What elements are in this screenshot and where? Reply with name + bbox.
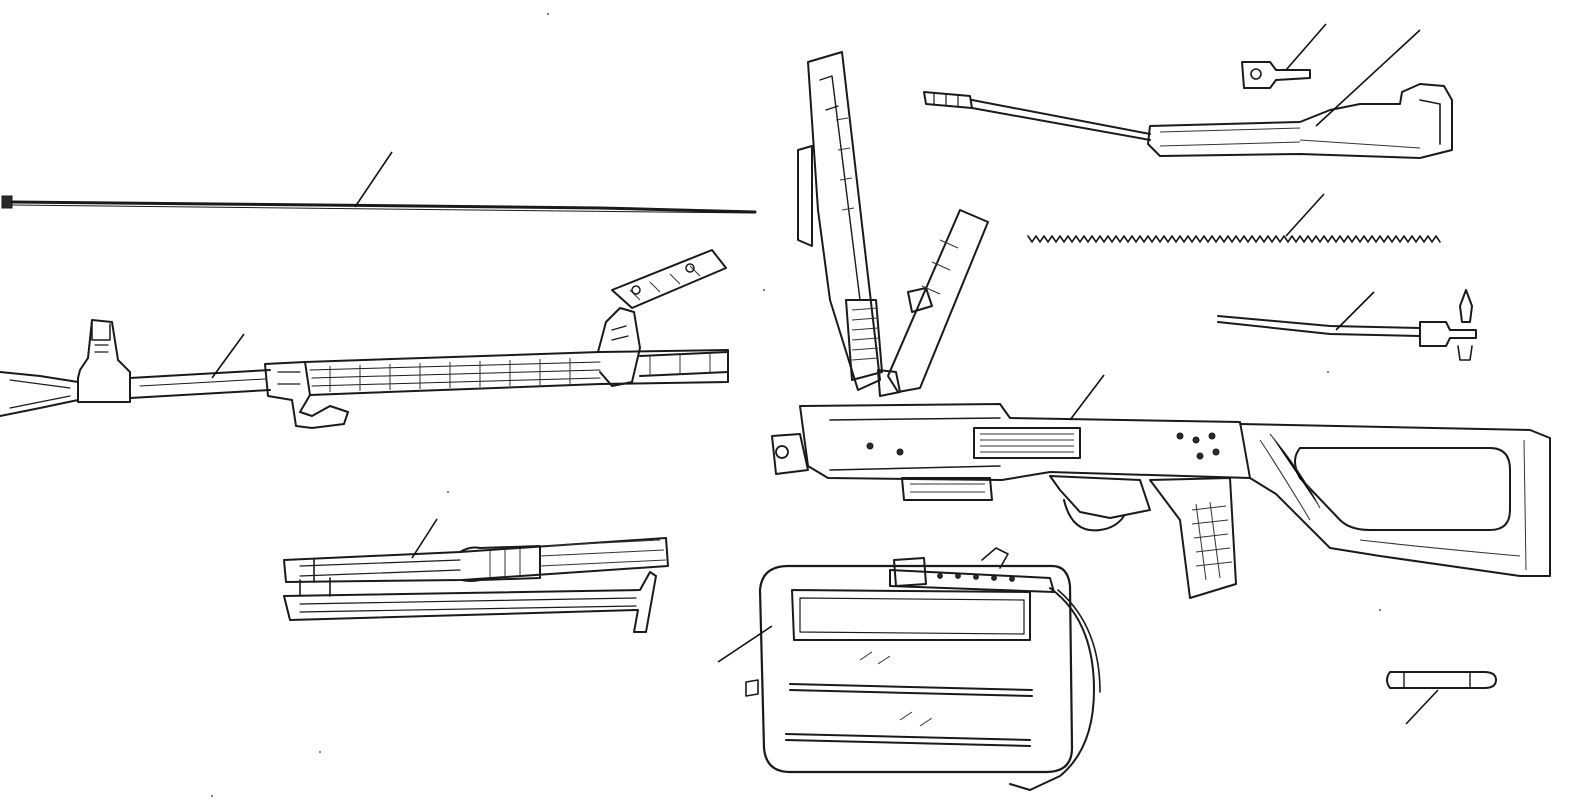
leader-line-cleaning-rod [354,151,393,208]
leader-line-guide-rod [1335,291,1375,331]
receiver-cover [797,51,901,397]
leader-line-return-spring [1285,193,1325,237]
leader-line-bipod [411,518,438,559]
bolt-carrier [923,29,1453,159]
feed-cover-arm [887,209,989,393]
leader-line-receiver [1069,374,1105,421]
cleaning-rod [1,151,757,214]
leader-line-bolt [1285,23,1327,71]
leader-line-oiler [1405,689,1439,725]
bolt [1241,23,1327,89]
bipod [283,518,669,633]
leader-line-barrel [211,333,245,379]
scan-specks [211,13,1381,797]
barrel-with-gas-tube [0,249,729,429]
oiler [1386,671,1497,725]
return-spring [1027,193,1441,243]
recoil-spring-guide [1217,289,1477,361]
receiver-with-stock [771,374,1551,599]
leader-line-bolt-carrier [1315,29,1421,127]
magazine-box [717,547,1101,791]
leader-line-magazine-box [717,625,773,663]
